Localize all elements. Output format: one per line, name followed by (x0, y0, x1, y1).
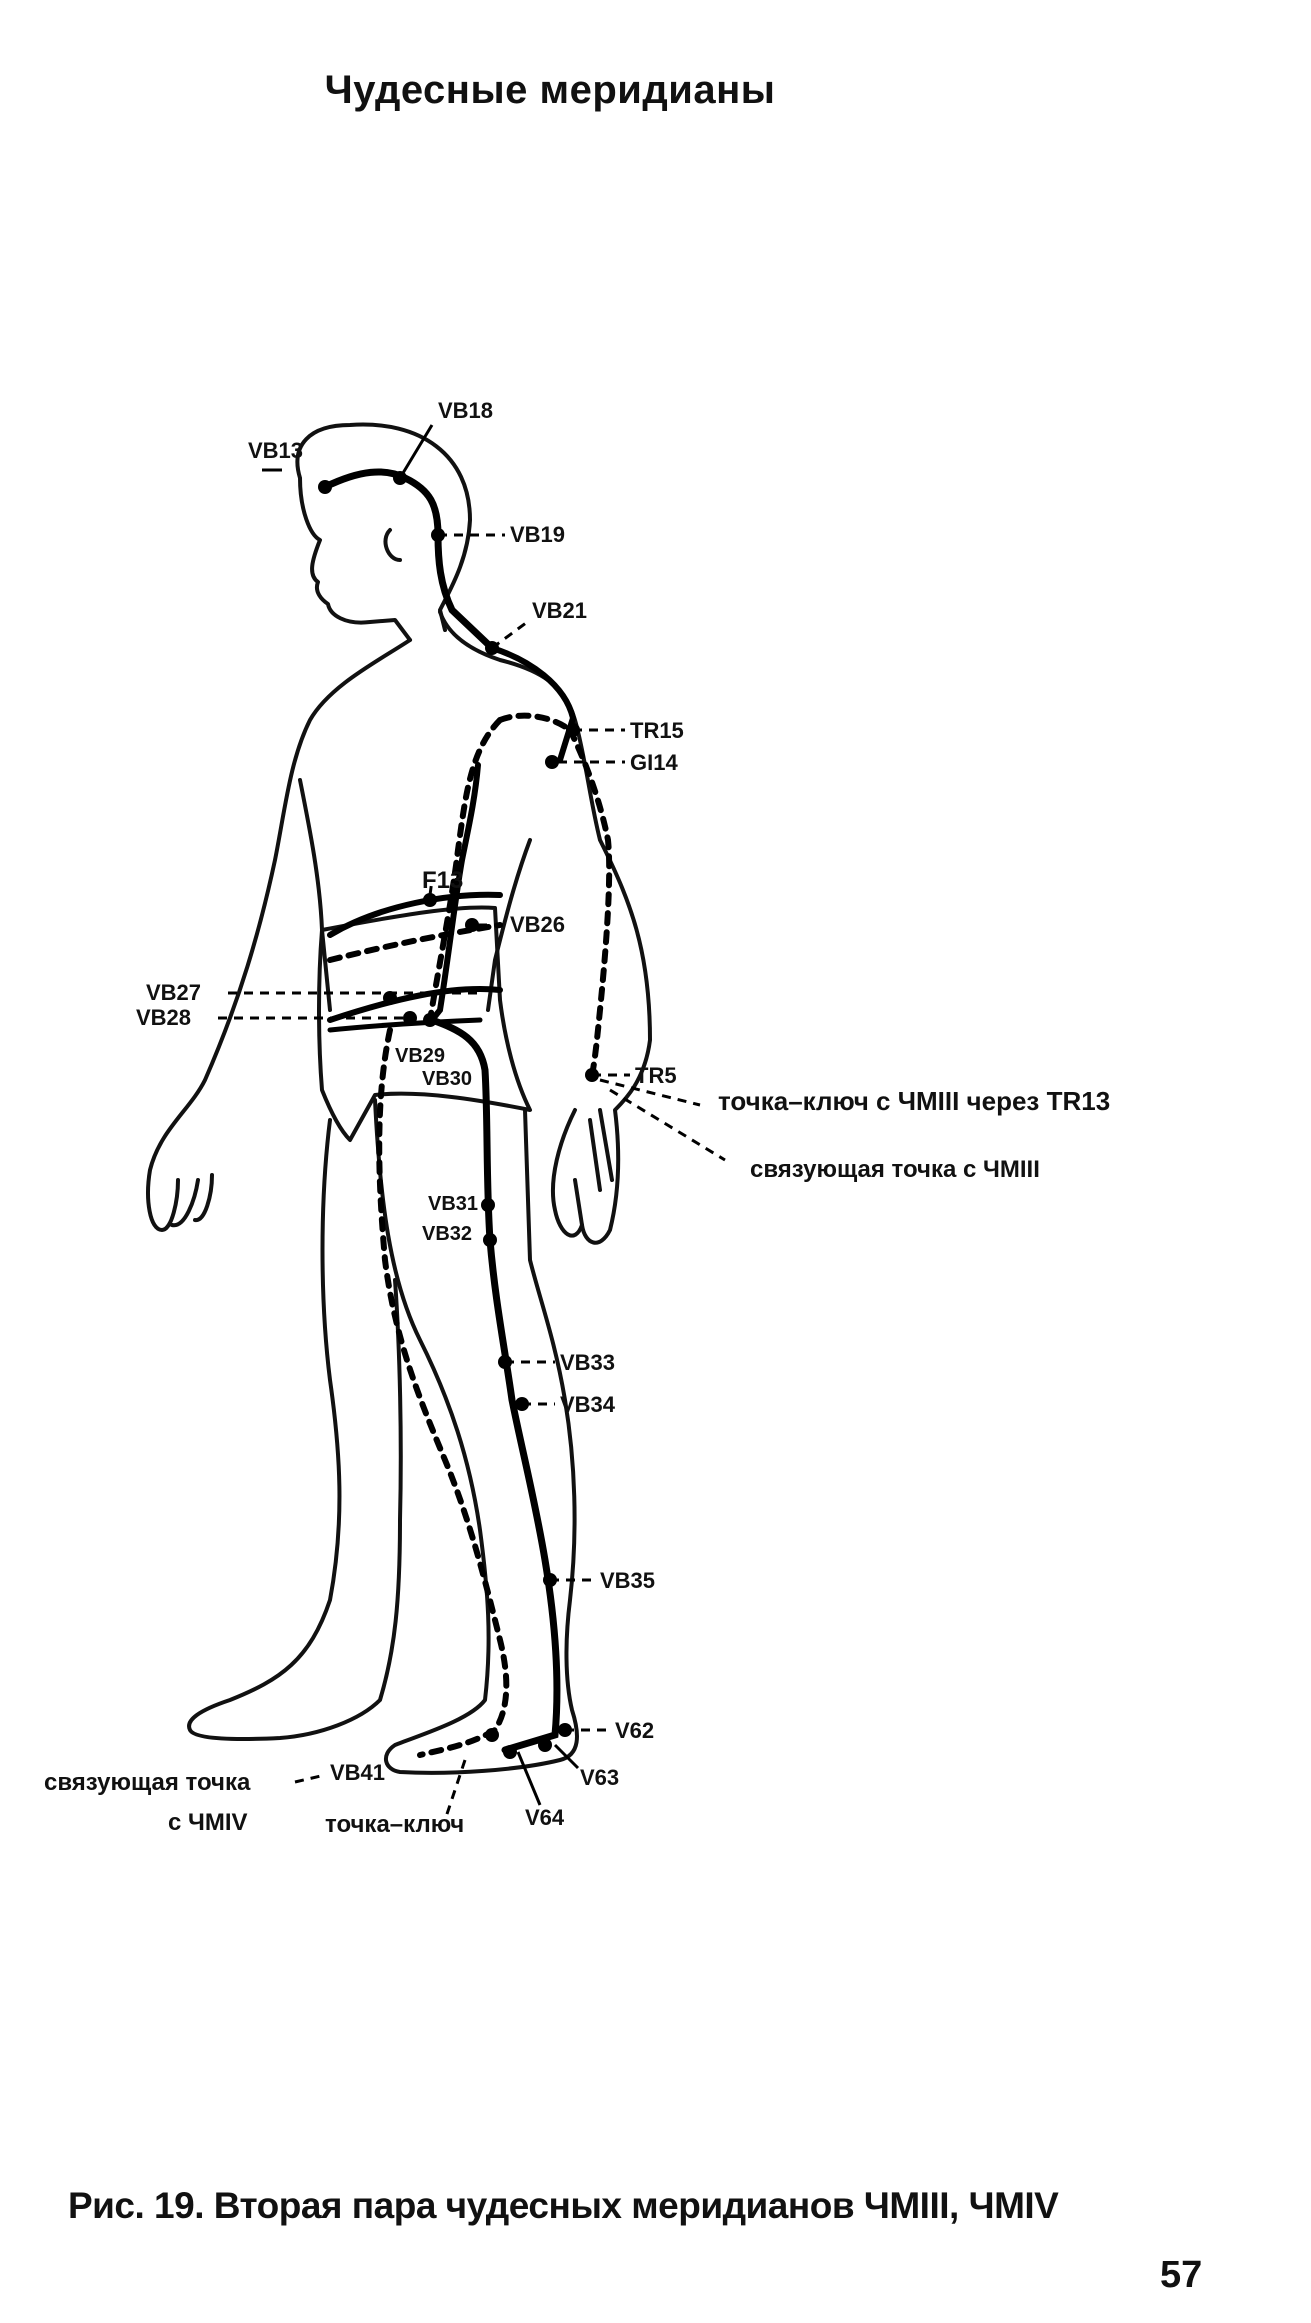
left-shoulder-arm (146, 638, 412, 1232)
point-v64-dot (503, 1745, 517, 1759)
annotation-connecting-point-chm3: связующая точка с ЧМIII (750, 1156, 1040, 1183)
leader-tr13 (599, 1078, 701, 1107)
leg-meridian (428, 1016, 561, 1754)
right-hand (550, 1108, 614, 1238)
label-vb29: VB29 (395, 1045, 445, 1067)
label-v62: V62 (615, 1718, 654, 1743)
point-vb29-dot (423, 1013, 437, 1027)
meridian-lines (321, 468, 577, 1754)
point-vb27-dot (383, 991, 397, 1005)
label-vb35: VB35 (600, 1568, 655, 1593)
label-vb32: VB32 (422, 1223, 472, 1245)
page-number: 57 (1160, 2254, 1203, 2296)
leader-v64 (516, 1751, 542, 1806)
page-title: Чудесные меридианы (324, 68, 776, 112)
torso-dashed-meridian (427, 717, 503, 1023)
point-vb41-dot (485, 1728, 499, 1742)
figure-caption: Рис. 19. Вторая пара чудесных меридианов… (68, 2185, 1059, 2226)
leader-vb41 (294, 1773, 326, 1784)
ear (383, 528, 402, 562)
shoulder-meridian (489, 645, 577, 763)
dashed-meridians (327, 712, 613, 1758)
head-meridian (321, 468, 496, 652)
point-v63-dot (538, 1738, 552, 1752)
label-vb33: VB33 (560, 1350, 615, 1375)
waist-band-lower (327, 986, 503, 1023)
leader-lines-solid (262, 424, 580, 1806)
annotation-key-point-tr13: точка–ключ с ЧМIII через TR13 (718, 1086, 1110, 1116)
waist-dashed-band (327, 922, 503, 963)
label-tr15: TR15 (630, 718, 684, 743)
leader-v63 (553, 1743, 580, 1770)
head-outline (295, 422, 472, 642)
point-vb35-dot (543, 1573, 557, 1587)
annotations: точка–ключ с ЧМIII через TR13 связующая … (44, 1086, 1110, 1838)
label-f13: F13 (422, 867, 463, 894)
point-labels: VB13 VB18 VB19 VB21 TR15 GI14 F13 VB26 V… (136, 398, 684, 1830)
point-vb34-dot (515, 1397, 529, 1411)
label-vb30: VB30 (422, 1068, 472, 1090)
right-leg (373, 1098, 579, 1775)
point-vb19-dot (431, 528, 445, 542)
waist-band-mid (327, 1017, 483, 1033)
label-vb41: VB41 (330, 1760, 385, 1785)
point-vb21-dot (485, 641, 499, 655)
leader-key-point (443, 1759, 467, 1821)
label-vb13: VB13 (248, 438, 303, 463)
arm-dashed-meridian (567, 727, 613, 1078)
label-v64: V64 (525, 1805, 565, 1830)
point-v62-dot (558, 1723, 572, 1737)
torso-meridian (429, 762, 481, 1023)
label-v63: V63 (580, 1765, 619, 1790)
point-vb32-dot (483, 1233, 497, 1247)
point-tr5-dot (585, 1068, 599, 1082)
leader-connecting-chm3 (609, 1088, 726, 1162)
waist-band-upper (327, 891, 503, 938)
point-vb31-dot (481, 1198, 495, 1212)
annotation-connecting-point-chm4-line2: с ЧМIV (168, 1809, 248, 1836)
label-vb28: VB28 (136, 1005, 191, 1030)
label-gi14: GI14 (630, 750, 678, 775)
point-vb13-dot (318, 480, 332, 494)
body-outline (146, 422, 652, 1775)
label-vb19: VB19 (510, 522, 565, 547)
point-vb26-dot (465, 918, 479, 932)
leader-vb21 (491, 618, 531, 650)
label-vb31: VB31 (428, 1193, 478, 1215)
back-leg-dashed-meridian (376, 1027, 510, 1758)
left-leg (187, 1118, 403, 1742)
left-torso-side (298, 778, 332, 1012)
acupoints (318, 471, 599, 1759)
leader-f13 (428, 879, 434, 896)
point-vb28-dot (403, 1011, 417, 1025)
point-vb33-dot (498, 1355, 512, 1369)
point-vb18-dot (393, 471, 407, 485)
annotation-key-point: точка–ключ (325, 1811, 464, 1838)
shorts (317, 905, 532, 1142)
neck-shoulder-right (438, 610, 652, 1245)
annotation-connecting-point-chm4-line1: связующая точка (44, 1769, 251, 1796)
point-f13-dot (423, 893, 437, 907)
label-vb26: VB26 (510, 912, 565, 937)
label-vb18: VB18 (438, 398, 493, 423)
label-vb27: VB27 (146, 980, 201, 1005)
leader-lines (218, 533, 726, 1821)
label-vb21: VB21 (532, 598, 587, 623)
label-vb34: VB34 (560, 1392, 616, 1417)
leader-vb18 (398, 424, 434, 479)
point-gi14-dot (545, 755, 559, 769)
label-tr5: TR5 (635, 1063, 677, 1088)
point-tr15-dot (566, 723, 580, 737)
shoulder-dashed-loop (497, 712, 573, 733)
